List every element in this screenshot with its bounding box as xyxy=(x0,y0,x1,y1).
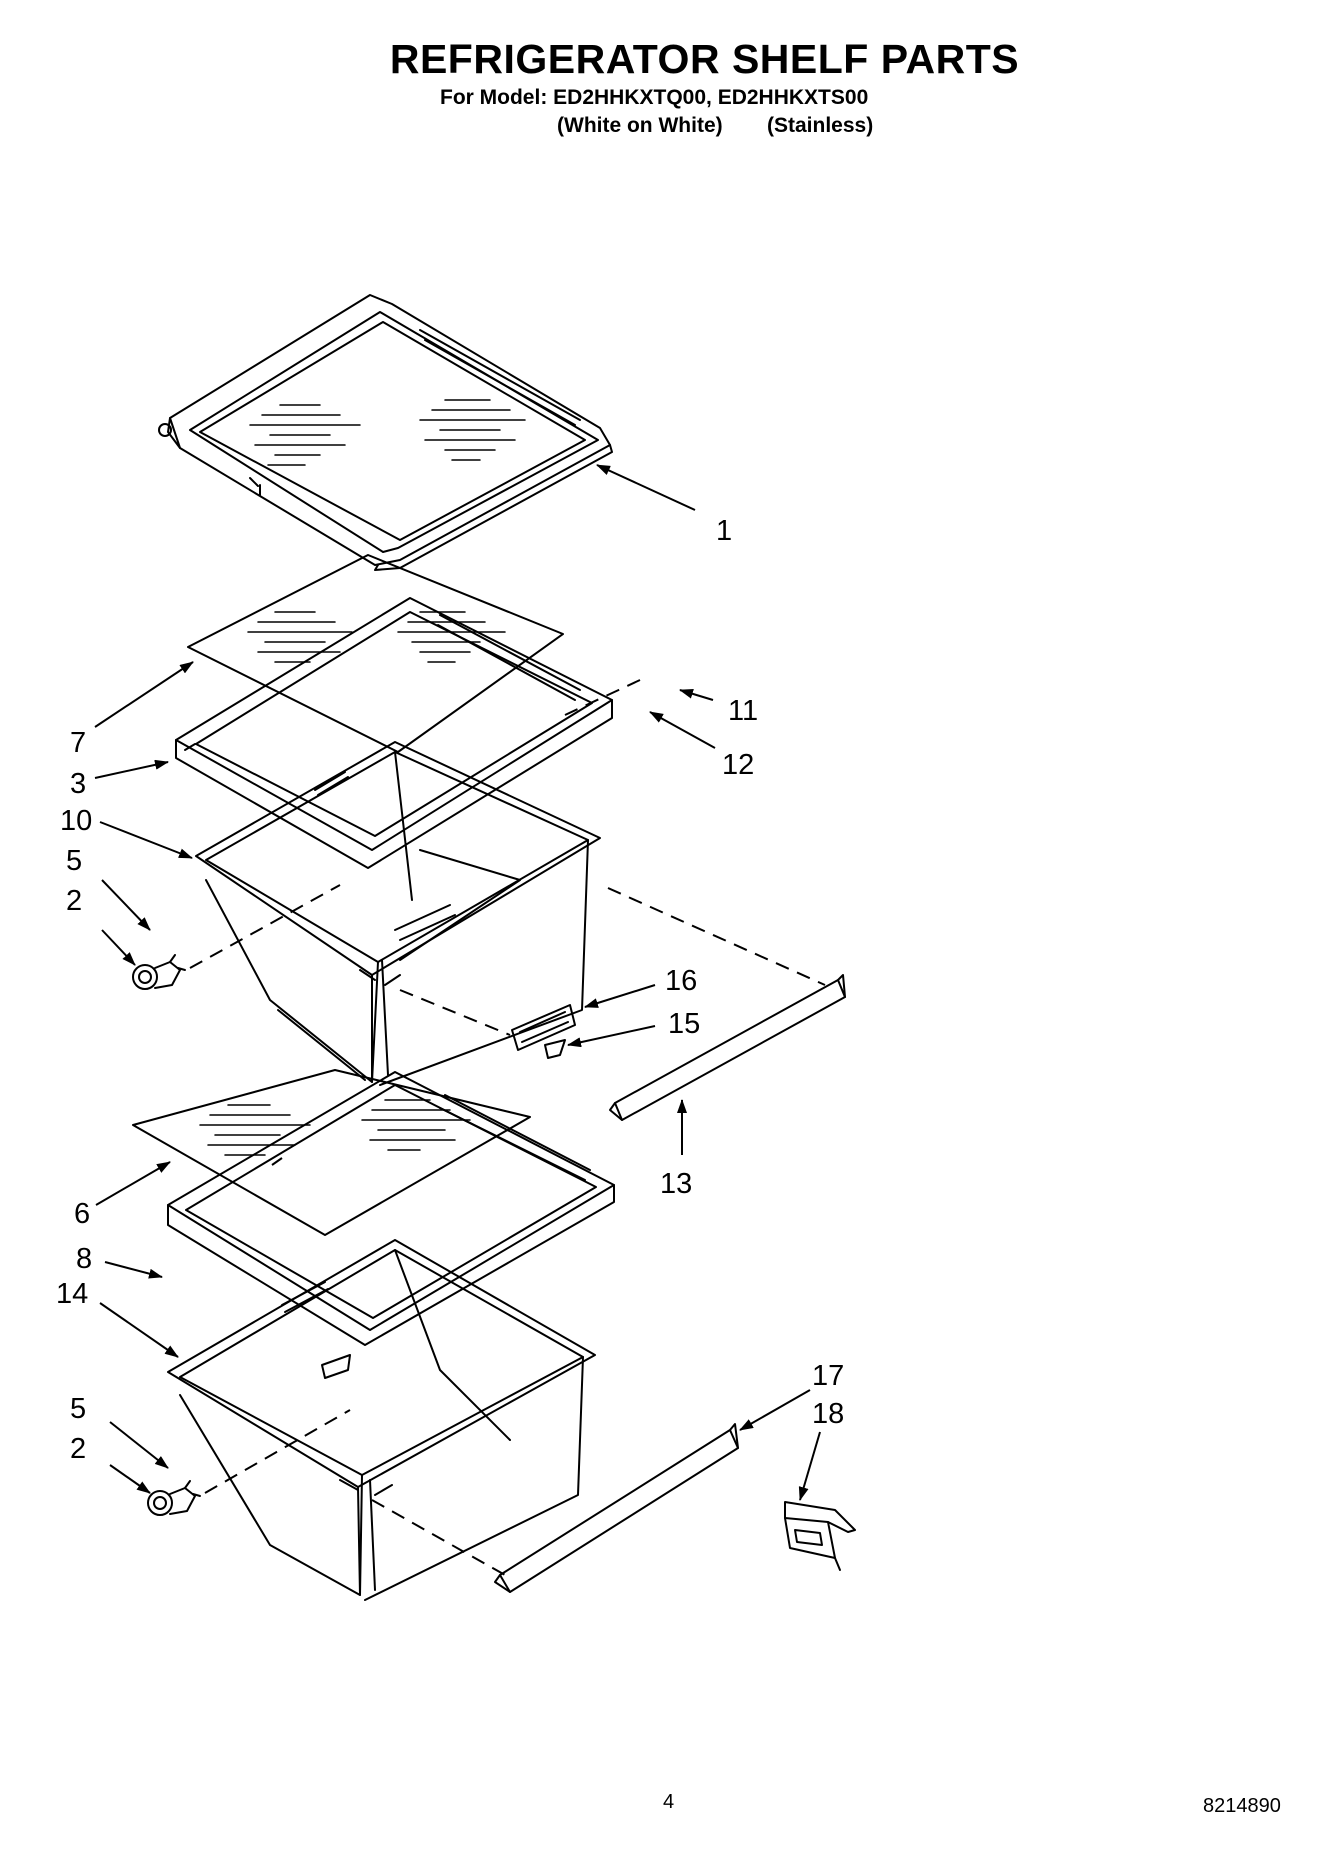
part-5-2-lower-roller xyxy=(147,1480,201,1516)
callouts: 1 7 3 10 5 2 11 12 16 15 13 6 8 14 5 2 1… xyxy=(56,515,844,1465)
callout-2-upper: 2 xyxy=(66,885,82,917)
glass-etch-marks-7 xyxy=(247,611,506,663)
glass-etch-marks-1 xyxy=(249,399,526,466)
part-16-15-clips xyxy=(511,1004,576,1059)
variant-stainless: (Stainless) xyxy=(767,114,874,137)
model-list: For Model: ED2HHKXTQ00, ED2HHKXTS00 xyxy=(440,86,869,109)
glass-etch-marks-6 xyxy=(199,1099,471,1156)
part-10-upper-crisper-drawer xyxy=(195,741,601,1086)
callout-17: 17 xyxy=(812,1360,844,1392)
part-18-clip xyxy=(784,1501,856,1571)
alignment-lines xyxy=(189,679,826,1576)
callout-13: 13 xyxy=(660,1168,692,1200)
part-13-handle-trim-upper xyxy=(609,974,846,1121)
callout-5-upper: 5 xyxy=(66,845,82,877)
callout-6: 6 xyxy=(74,1198,90,1230)
page-number: 4 xyxy=(663,1791,675,1813)
part-7-upper-glass xyxy=(187,554,564,753)
callout-11: 11 xyxy=(728,695,758,727)
leader-arrows xyxy=(94,464,821,1501)
document-number: 8214890 xyxy=(1203,1795,1281,1817)
callout-1: 1 xyxy=(716,515,732,547)
part-8-lower-cover xyxy=(167,1071,615,1379)
callout-2-lower: 2 xyxy=(70,1433,86,1465)
callout-18: 18 xyxy=(812,1398,844,1430)
part-5-2-upper-roller xyxy=(132,954,186,990)
callout-15: 15 xyxy=(668,1008,700,1040)
part-17-handle-trim-lower xyxy=(494,1423,739,1593)
callout-8: 8 xyxy=(76,1243,92,1275)
part-14-lower-crisper-drawer xyxy=(167,1239,596,1601)
callout-5-lower: 5 xyxy=(70,1393,86,1425)
page-title: REFRIGERATOR SHELF PARTS xyxy=(389,36,1020,82)
variant-white: (White on White) xyxy=(557,114,723,137)
part-1-shelf-frame xyxy=(158,294,613,571)
callout-7: 7 xyxy=(70,727,86,759)
callout-14: 14 xyxy=(56,1278,88,1310)
callout-3: 3 xyxy=(70,768,86,800)
callout-10: 10 xyxy=(60,805,92,837)
callout-16: 16 xyxy=(665,965,697,997)
callout-12: 12 xyxy=(722,749,754,781)
part-3-crisper-cover xyxy=(175,597,613,869)
part-6-lower-glass xyxy=(132,1069,531,1236)
